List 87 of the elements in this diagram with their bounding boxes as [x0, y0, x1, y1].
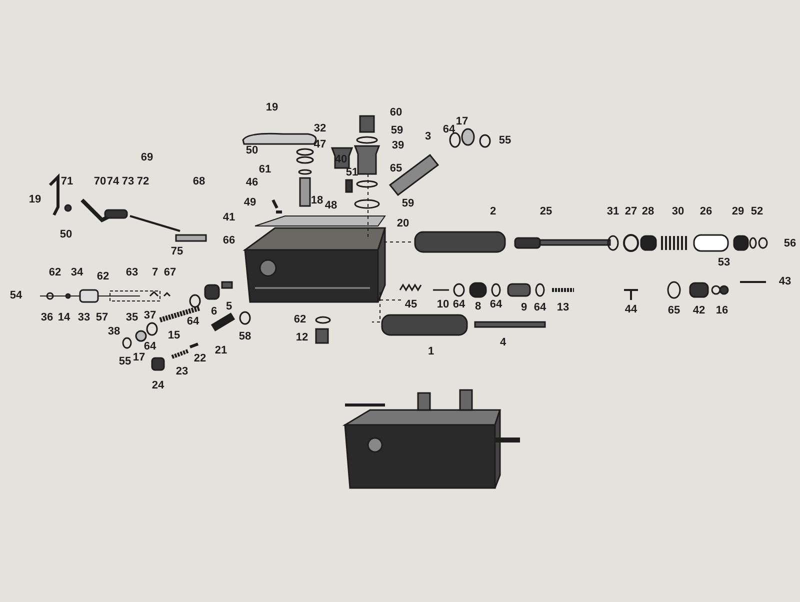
callout-number: 73 [122, 176, 134, 188]
callout-number: 10 [436, 300, 450, 310]
callout-number: 19 [266, 102, 278, 114]
callout-number: 17 [132, 352, 146, 364]
callout-number: 62 [96, 272, 110, 282]
callout-number: 12 [296, 332, 308, 344]
callout-number: 55 [118, 356, 132, 368]
callout-number: 62 [294, 314, 306, 326]
callout-number: 64 [442, 124, 456, 136]
callout-number: 58 [238, 332, 252, 342]
callout-number: 75 [170, 246, 184, 258]
callout-number: 27 [624, 206, 638, 218]
callout-number: 14 [58, 312, 70, 324]
callout-number: 26 [700, 206, 712, 218]
callout-number: 6 [210, 306, 218, 318]
callout-number: 64 [534, 302, 546, 314]
callout-number: 72 [136, 176, 150, 188]
callout-number: 25 [540, 206, 552, 218]
callout-number: 36 [40, 312, 54, 324]
callout-number: 13 [556, 302, 570, 314]
callout-number: 32 [314, 124, 326, 134]
callout-number: 64 [186, 316, 200, 328]
callout-number: 59 [390, 126, 404, 136]
callout-number: 64 [490, 300, 502, 310]
callout-number: 45 [404, 300, 418, 310]
callout-number: 51 [346, 168, 358, 178]
callout-number: 70 [94, 176, 106, 188]
callout-number: 49 [244, 198, 256, 208]
callout-number: 18 [310, 196, 324, 206]
callout-number: 65 [668, 306, 680, 316]
callout-number: 29 [732, 206, 744, 218]
callout-number: 56 [784, 238, 796, 250]
callout-number: 53 [718, 258, 730, 268]
callout-number: 19 [28, 194, 42, 206]
callout-number: 50 [60, 230, 72, 240]
callout-number: 64 [452, 300, 466, 310]
callout-number: 63 [126, 268, 138, 278]
callout-number: 48 [324, 200, 338, 212]
callout-number: 44 [624, 304, 638, 316]
callout-number: 9 [520, 302, 528, 314]
callout-number: 23 [176, 366, 188, 378]
callout-number: 33 [78, 312, 90, 324]
callout-number: 41 [222, 212, 236, 224]
callout-number: 39 [392, 140, 404, 152]
callout-number: 2 [490, 206, 496, 218]
callout-number: 16 [716, 306, 728, 316]
callout-number: 24 [152, 380, 164, 392]
callout-number: 35 [126, 312, 138, 324]
callout-number: 67 [164, 268, 176, 278]
callout-number: 47 [314, 140, 326, 150]
callout-number: 38 [108, 326, 120, 338]
callout-number: 71 [60, 176, 74, 188]
callout-number: 61 [258, 164, 272, 176]
callout-number: 30 [672, 206, 684, 218]
callout-number: 22 [194, 354, 206, 364]
callout-number: 3 [424, 132, 432, 142]
callout-number: 69 [140, 152, 154, 164]
callout-number: 28 [642, 206, 654, 218]
callout-number: 43 [778, 276, 792, 288]
callout-number: 52 [750, 206, 764, 218]
callout-number: 66 [222, 236, 236, 246]
callout-number: 8 [474, 302, 482, 312]
callout-number: 7 [152, 268, 158, 278]
callout-number: 21 [214, 346, 228, 356]
callout-number: 20 [396, 218, 410, 230]
callout-number: 68 [192, 176, 206, 188]
callout-number: 62 [48, 268, 62, 278]
callout-number: 34 [70, 268, 84, 278]
callout-number: 1 [428, 346, 434, 358]
callout-number: 42 [692, 306, 706, 316]
callout-number: 54 [10, 290, 22, 302]
callout-number: 5 [226, 302, 232, 312]
callout-number: 50 [246, 146, 258, 156]
callout-number: 37 [144, 310, 156, 322]
callout-number: 17 [456, 116, 468, 128]
callout-number: 65 [390, 164, 402, 174]
callout-number: 55 [498, 136, 512, 146]
callout-number: 46 [246, 178, 258, 188]
callout-number: 64 [144, 342, 156, 352]
callout-number: 57 [96, 312, 108, 324]
callout-number: 4 [500, 338, 506, 348]
callout-number: 60 [390, 108, 402, 118]
callout-number: 40 [334, 154, 348, 166]
callout-number: 15 [168, 330, 180, 342]
callout-number: 74 [106, 176, 120, 188]
callout-number: 59 [402, 198, 414, 210]
callout-number: 31 [606, 206, 620, 218]
